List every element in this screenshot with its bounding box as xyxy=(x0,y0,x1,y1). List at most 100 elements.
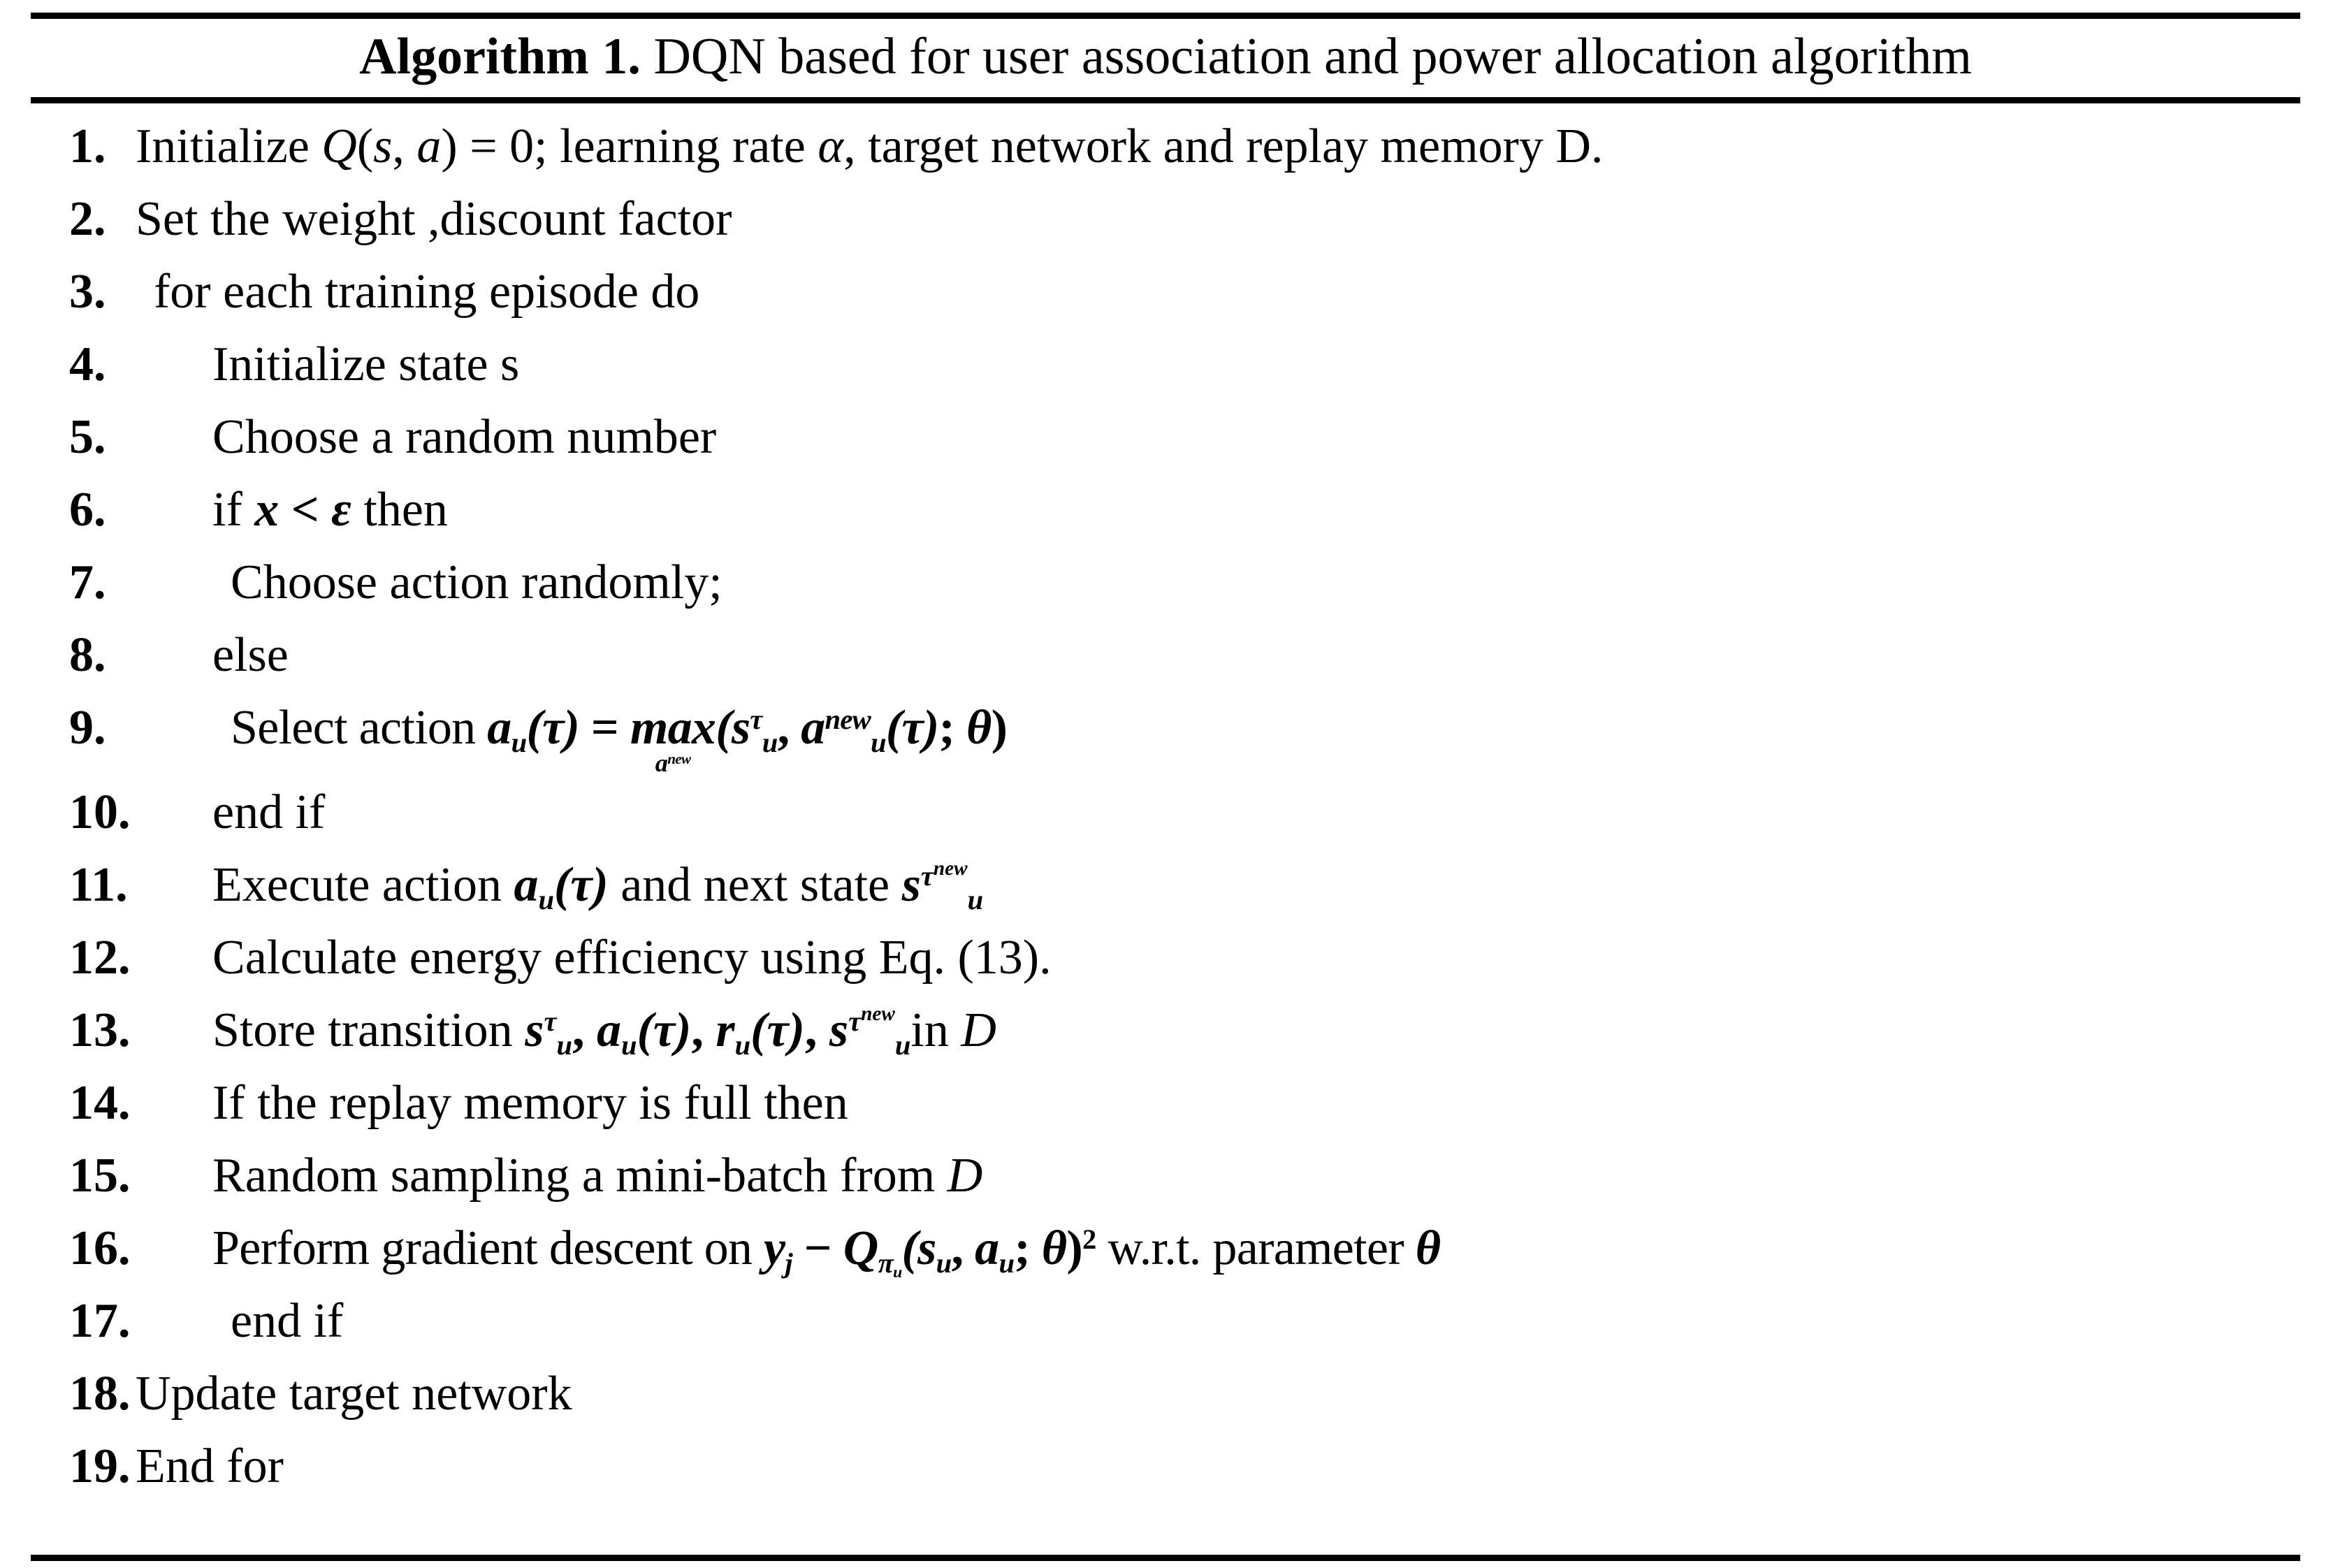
text-fragment: = 0; learning rate xyxy=(457,119,818,173)
bottom-rule xyxy=(31,1555,2300,1561)
step-row: 1. Initialize Q(s, a) = 0; learning rate… xyxy=(31,110,2300,183)
step-row: 7. Choose action randomly; xyxy=(31,546,2300,619)
math-state-s: s xyxy=(731,701,750,755)
step-row: 12. Calculate energy efficiency using Eq… xyxy=(31,922,2300,994)
math-epsilon: ε xyxy=(331,483,351,537)
text-fragment: Random sampling a mini-batch from xyxy=(212,1148,947,1203)
step-number: 2. xyxy=(69,192,106,246)
math-paren-open: ( xyxy=(716,701,732,755)
math-reward-r: r xyxy=(716,1003,735,1057)
step-row: 19. End for xyxy=(31,1430,2300,1503)
step-text: Initialize state s xyxy=(212,337,520,391)
step-row: 10. end if xyxy=(31,776,2300,849)
step-number: 7. xyxy=(69,556,106,609)
math-action-a: a xyxy=(975,1221,999,1275)
max-subscript: anew xyxy=(655,750,691,776)
math-sub-u: u xyxy=(621,1003,637,1059)
math-theta: θ xyxy=(1041,1221,1067,1275)
math-state-s: s xyxy=(525,1003,544,1057)
text-fragment: Store transition xyxy=(212,1003,525,1057)
step-row: 13. Store transition sτu, au(τ), ru(τ), … xyxy=(31,994,2300,1067)
math-Q-function: Q xyxy=(843,1221,879,1275)
subscript-u: u xyxy=(936,1247,952,1279)
math-comma: , xyxy=(691,1003,716,1057)
math-action-indices: newu xyxy=(825,701,887,759)
algorithm-title-text: DQN based for user association and power… xyxy=(640,28,1972,85)
step-text: Choose action randomly; xyxy=(231,556,722,609)
step-number: 19. xyxy=(69,1439,131,1493)
math-state-s: s xyxy=(917,1221,936,1275)
math-state-indices: τu xyxy=(750,701,778,757)
math-paren-close: ) xyxy=(1066,1221,1083,1275)
math-action-a-new: a xyxy=(801,701,825,755)
top-rule xyxy=(31,13,2300,19)
step-number: 5. xyxy=(69,410,106,464)
math-state-indices: τu xyxy=(544,1003,572,1059)
math-comma: , xyxy=(777,701,801,755)
math-semicolon: ; xyxy=(1014,1221,1042,1275)
under-a: a xyxy=(655,749,668,778)
math-sub-u: u xyxy=(936,1221,952,1277)
math-tau-arg: (τ) xyxy=(526,701,580,755)
step-row: 3. for each training episode do xyxy=(31,256,2300,328)
step-row: 6. if x < ε then xyxy=(31,474,2300,546)
step-text: Perform gradient descent on yj − Qπu(su,… xyxy=(136,1212,2300,1285)
new-glyph: new xyxy=(861,1003,895,1026)
step-number: 16. xyxy=(69,1221,131,1275)
math-a: a xyxy=(416,119,442,173)
step-number: 1. xyxy=(69,119,106,173)
superscript-tau-new: τnew xyxy=(921,859,968,892)
text-fragment: Perform gradient descent on xyxy=(212,1221,764,1275)
math-comma: , xyxy=(804,1003,829,1057)
math-state-s: s xyxy=(901,857,921,912)
step-text: Initialize Q(s, a) = 0; learning rate α,… xyxy=(136,110,2300,183)
math-exponent: 2 xyxy=(1082,1221,1096,1275)
math-memory-D: D xyxy=(961,1003,996,1057)
math-tau-arg: (τ) xyxy=(750,1003,805,1057)
math-tau-arg: (τ) xyxy=(554,857,609,912)
text-fragment: Execute action xyxy=(212,857,514,912)
step-text: if x < ε then xyxy=(136,474,2300,546)
math-theta: θ xyxy=(966,701,992,755)
subscript-u: u xyxy=(999,1247,1015,1279)
text-fragment: and next state xyxy=(608,857,902,912)
step-text: End for xyxy=(136,1439,284,1493)
step-number: 10. xyxy=(69,785,131,839)
math-next-state-indices: τnewu xyxy=(848,1003,910,1059)
subscript-u: u xyxy=(538,883,555,915)
subscript-u: u xyxy=(967,883,984,915)
step-number: 8. xyxy=(69,628,106,682)
math-less-than: < xyxy=(279,483,332,537)
math-Q: Q xyxy=(321,119,357,173)
title-rule xyxy=(31,97,2300,103)
step-row: 11. Execute action au(τ) and next state … xyxy=(31,849,2300,922)
text-fragment: , target network and replay memory D. xyxy=(843,119,1604,173)
math-paren-open: ( xyxy=(901,1221,918,1275)
math-sub-u: u xyxy=(735,1003,751,1059)
subscript-u: u xyxy=(871,727,887,759)
math-comma: , xyxy=(572,1003,597,1057)
superscript-2: 2 xyxy=(1082,1224,1096,1256)
step-text: Update target network xyxy=(136,1366,572,1421)
math-sub-j: j xyxy=(785,1221,792,1277)
under-new: new xyxy=(667,750,691,768)
math-s: s xyxy=(373,119,393,173)
algorithm-title: Algorithm 1. DQN based for user associat… xyxy=(31,19,2300,97)
math-comma: , xyxy=(951,1221,975,1275)
step-text: else xyxy=(212,628,289,682)
subscript-u: u xyxy=(511,727,528,759)
text-fragment: ( xyxy=(356,119,374,173)
step-row: 5. Choose a random number xyxy=(31,401,2300,474)
math-action-a: a xyxy=(514,857,539,912)
text-fragment: w.r.t. parameter xyxy=(1096,1221,1416,1275)
math-paren-close: ) xyxy=(991,701,1008,755)
superscript-tau-new: τnew xyxy=(848,1003,895,1037)
pi-glyph: π xyxy=(878,1247,894,1279)
step-text: end if xyxy=(231,1293,344,1348)
math-target-y: y xyxy=(764,1221,785,1275)
superscript-new: new xyxy=(825,703,871,735)
text-fragment: , xyxy=(392,119,417,173)
math-policy-subscript: πu xyxy=(878,1221,903,1281)
